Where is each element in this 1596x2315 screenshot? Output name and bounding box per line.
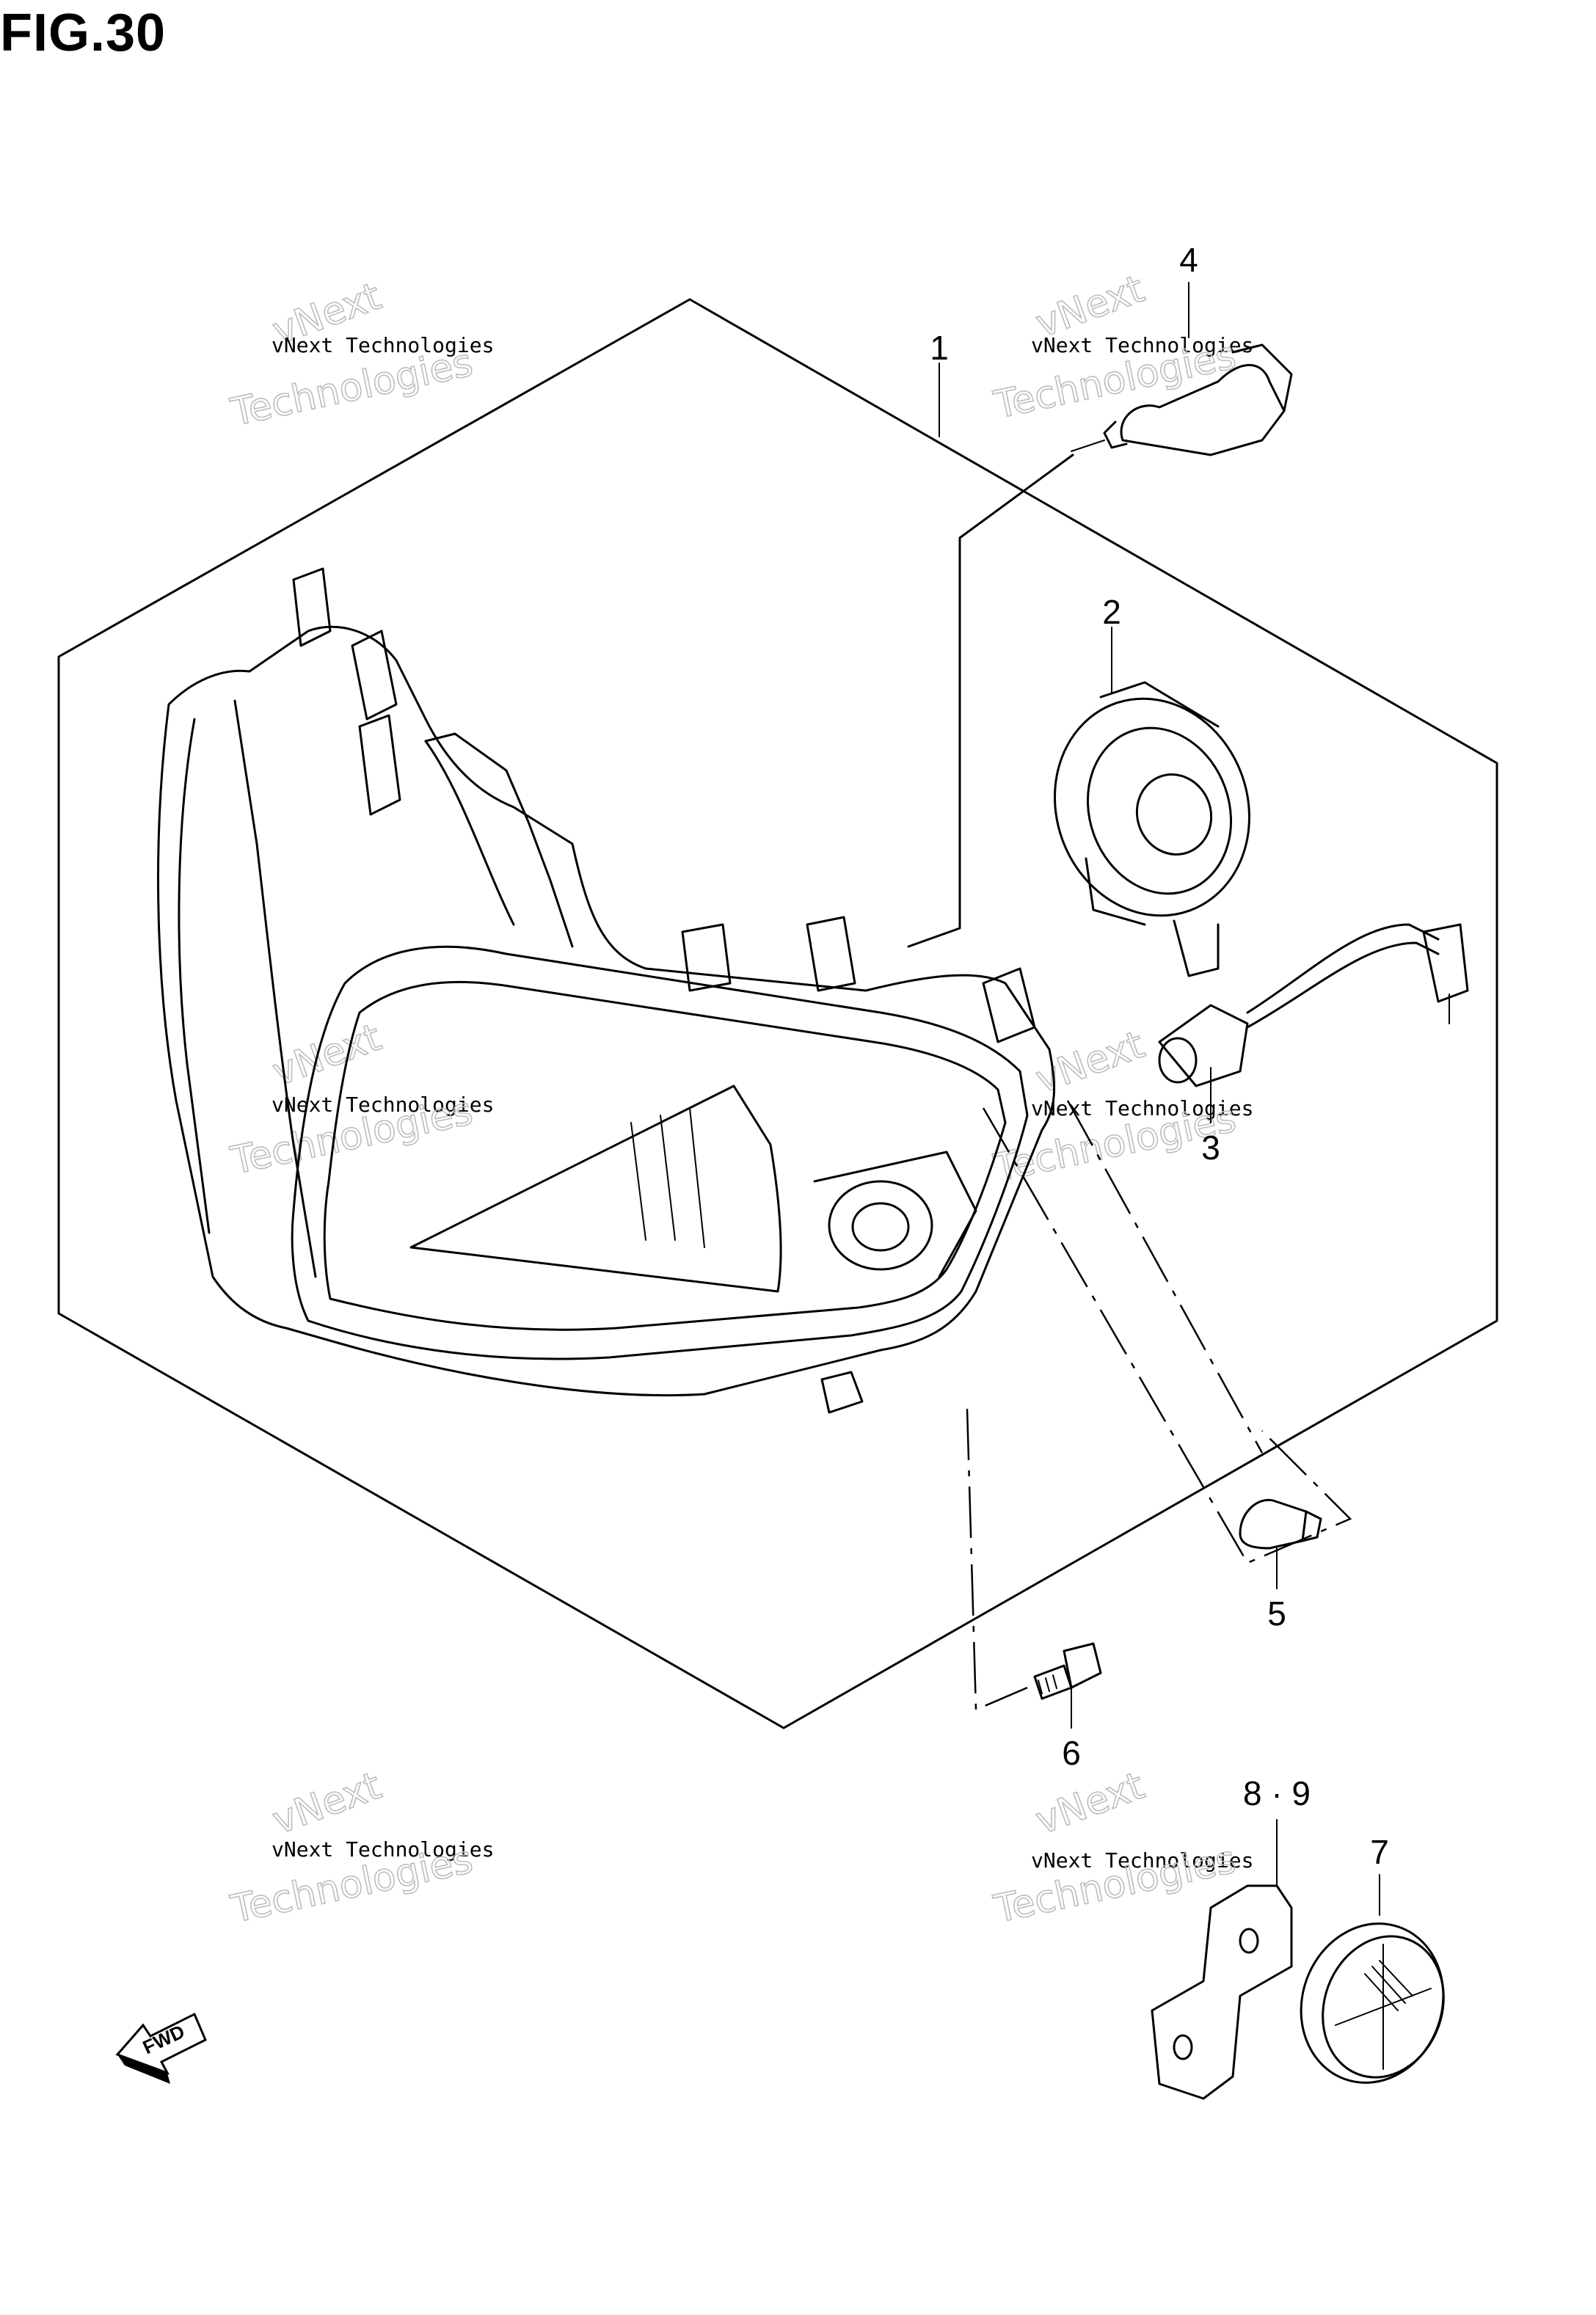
watermark-mid-left: vNext vNext Technologies Technologies — [226, 1015, 494, 1184]
svg-text:vNext Technologies: vNext Technologies — [1031, 1848, 1253, 1873]
figure-title: FIG.30 — [0, 4, 167, 62]
flange-bolt — [1033, 1642, 1102, 1700]
lens-cap — [1300, 1922, 1445, 2084]
watermark-top-right: vNext vNext Technologies Technologies — [989, 266, 1253, 429]
position-lamp-socket — [1158, 923, 1469, 1087]
inner-bracket — [958, 453, 1074, 539]
headlight-housing — [157, 567, 1055, 1414]
watermark-top-left: vNext vNext Technologies Technologies — [226, 274, 494, 436]
explode-line-bolt — [966, 1408, 1028, 1711]
fwd-arrow-icon: FWD — [115, 2012, 207, 2084]
svg-text:vNext Technologies: vNext Technologies — [272, 333, 494, 357]
svg-text:vNext: vNext — [1030, 1023, 1150, 1102]
bulb-socket — [1054, 681, 1250, 977]
svg-text:vNext Technologies: vNext Technologies — [272, 1837, 494, 1862]
callout-4: 4 — [1179, 241, 1198, 279]
assembly-hexagon — [57, 298, 1498, 1729]
callout-3: 3 — [1201, 1129, 1220, 1167]
wedge-bulb — [1239, 1498, 1322, 1550]
svg-text:vNext Technologies: vNext Technologies — [1031, 333, 1253, 357]
callout-2: 2 — [1102, 593, 1121, 631]
svg-text:vNext: vNext — [267, 1764, 387, 1843]
mounting-bracket — [1151, 1884, 1293, 2100]
callout-5: 5 — [1267, 1594, 1286, 1633]
callout-6: 6 — [1062, 1734, 1081, 1772]
headlight-bulb — [1071, 343, 1293, 456]
explode-line-socket — [1066, 1100, 1264, 1454]
watermark-bottom-left: vNext vNext Technologies Technologies — [226, 1763, 494, 1933]
callout-7: 7 — [1370, 1833, 1389, 1871]
callout-1: 1 — [930, 329, 949, 367]
callout-8-9: 8 · 9 — [1243, 1774, 1311, 1812]
svg-text:vNext Technologies: vNext Technologies — [1031, 1096, 1253, 1120]
explode-line-bulb-5 — [982, 1107, 1352, 1564]
assembly-boundary — [907, 536, 961, 948]
svg-text:vNext: vNext — [1030, 1764, 1150, 1843]
